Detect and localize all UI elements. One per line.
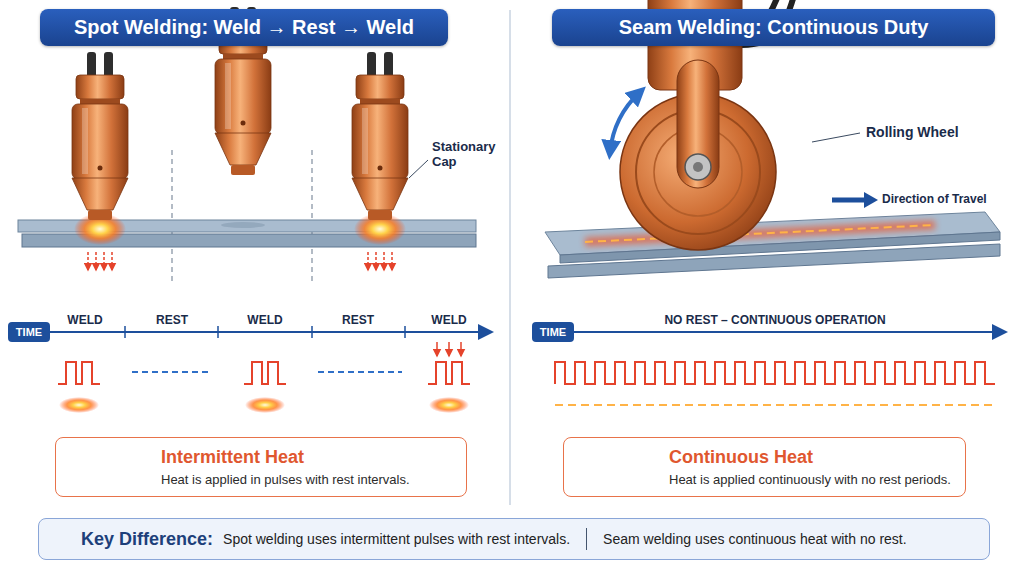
- spot-welding-illustration: [111, 252, 113, 270]
- time-badge: TIME: [532, 322, 574, 342]
- direction-arrow: [832, 198, 866, 203]
- spot-timeline: [318, 371, 402, 373]
- spot-timeline: [50, 331, 490, 333]
- info-box: Intermittent HeatHeat is applied in puls…: [55, 437, 467, 497]
- key-text: Spot welding uses intermittent pulses wi…: [223, 531, 570, 547]
- time-badge: TIME: [8, 322, 50, 342]
- spot-timeline: [460, 342, 462, 356]
- spot-welding-illustration: [391, 252, 393, 270]
- spot-timeline: [50, 326, 490, 413]
- key-difference-bar: Key Difference: Spot welding uses intermi…: [38, 518, 990, 560]
- seam-welding-illustration: [677, 60, 719, 188]
- spot-timeline: [132, 371, 212, 373]
- spot-welding-illustration: [95, 252, 97, 270]
- spot-timeline: [125, 326, 405, 338]
- key-heading: Key Difference:: [81, 529, 213, 550]
- box-title: Intermittent Heat: [161, 447, 452, 468]
- phase-label: REST: [156, 314, 188, 328]
- spot-timeline: [244, 362, 286, 384]
- spot-welding-illustration: [18, 7, 476, 285]
- phase-label: WELD: [67, 314, 102, 328]
- direction-arrow-head: [864, 192, 878, 208]
- phase-label: WELD: [247, 314, 282, 328]
- seam-welding-illustration: [585, 225, 935, 242]
- box-body: Heat is applied in pulses with rest inte…: [161, 472, 452, 487]
- section-header: Spot Welding: Weld → Rest → Weld: [40, 9, 448, 46]
- axis-label: TIME: [16, 326, 42, 338]
- seam-welding-illustration: [545, 0, 1000, 278]
- spot-timeline: [437, 342, 461, 356]
- seam-timeline: [574, 331, 1004, 333]
- spot-timeline: [428, 362, 470, 384]
- axis-label: TIME: [540, 326, 566, 338]
- separator-line: [586, 528, 587, 550]
- direction-label: Direction of Travel: [882, 193, 987, 207]
- spot-timeline: [217, 326, 219, 338]
- spot-welding-illustration: [367, 252, 369, 270]
- spot-timeline: [59, 397, 99, 413]
- box-body: Heat is applied continuously with no res…: [669, 472, 951, 487]
- seam-timeline: [555, 332, 1004, 405]
- spot-timeline: [404, 326, 406, 338]
- spot-welding-illustration: [221, 222, 265, 228]
- spot-welding-illustration: [72, 52, 128, 220]
- spot-welding-illustration: [171, 150, 173, 285]
- spot-welding-illustration: [103, 252, 105, 270]
- spot-timeline: [311, 326, 313, 338]
- part-label: Rolling Wheel: [866, 124, 959, 140]
- seam-timeline: [555, 362, 995, 384]
- seam-welding-illustration: [610, 92, 640, 152]
- header-text: Spot Welding: Weld → Rest → Weld: [74, 16, 414, 39]
- leader-line: [812, 133, 860, 142]
- spot-timeline: [245, 397, 285, 413]
- spot-timeline: [429, 397, 469, 413]
- seam-welding-illustration: [685, 154, 711, 180]
- seam-welding-illustration: [585, 225, 935, 242]
- spot-timeline: [124, 326, 126, 338]
- phase-label: NO REST – CONTINUOUS OPERATION: [664, 314, 885, 328]
- key-text: Seam welding uses continuous heat with n…: [603, 531, 907, 547]
- spot-timeline: [436, 342, 438, 356]
- spot-welding-illustration: [375, 252, 377, 270]
- panel-divider: [509, 10, 511, 505]
- header-text: Seam Welding: Continuous Duty: [619, 16, 929, 39]
- section-header: Seam Welding: Continuous Duty: [552, 9, 995, 46]
- phase-label: REST: [342, 314, 374, 328]
- part-label: Stationary Cap: [432, 140, 512, 170]
- info-box: Continuous HeatHeat is applied continuou…: [563, 437, 966, 497]
- spot-welding-illustration: [88, 252, 392, 270]
- seam-timeline: [555, 401, 995, 410]
- box-title: Continuous Heat: [669, 447, 951, 468]
- spot-timeline: [448, 342, 450, 356]
- spot-welding-illustration: [87, 252, 89, 270]
- spot-welding-illustration: [352, 52, 408, 220]
- phase-label: WELD: [431, 314, 466, 328]
- spot-timeline: [58, 362, 100, 384]
- seam-welding-illustration: [693, 162, 703, 172]
- seam-timeline: [555, 404, 995, 406]
- spot-welding-illustration: [311, 150, 313, 285]
- spot-welding-illustration: [383, 252, 385, 270]
- leader-line: [409, 160, 428, 178]
